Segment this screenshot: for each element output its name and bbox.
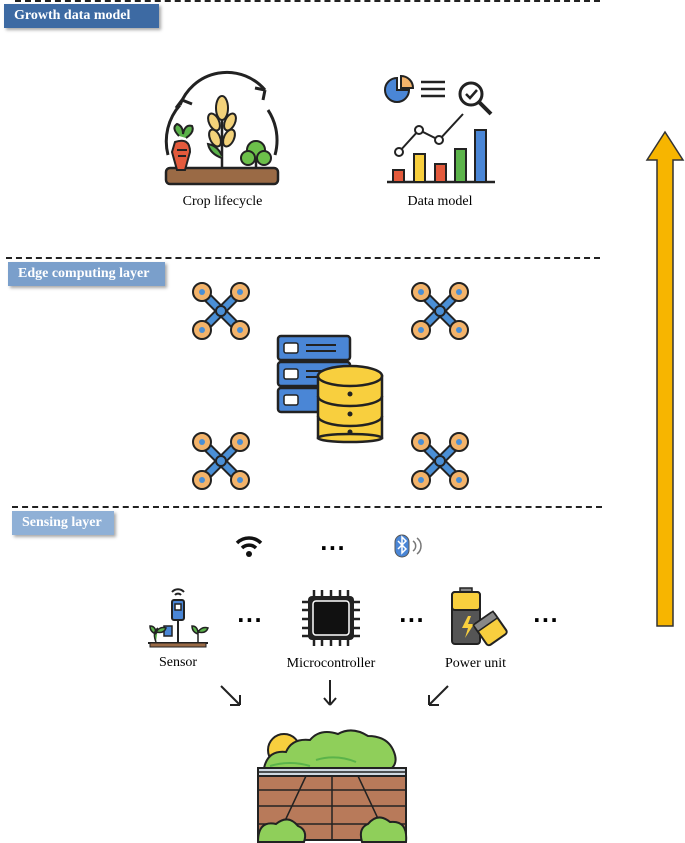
sensing-ellipsis-3: ... xyxy=(533,603,559,627)
crop-lifecycle-icon xyxy=(164,70,280,186)
crop-lifecycle-label: Crop lifecycle xyxy=(182,194,263,209)
growth-layer-badge: Growth data model xyxy=(4,4,159,28)
sensor-to-field-arrow xyxy=(220,685,241,706)
microcontroller-to-field-arrow xyxy=(323,680,337,706)
server-database-icon xyxy=(276,334,384,444)
power-unit-label: Power unit xyxy=(444,656,507,671)
growth-edge-divider xyxy=(6,257,600,259)
edge-layer-badge: Edge computing layer xyxy=(8,262,165,286)
edge-sensing-divider xyxy=(12,506,602,508)
top-dashed-line xyxy=(15,0,600,2)
data-model-icon xyxy=(384,74,495,184)
microcontroller-label: Microcontroller xyxy=(286,656,376,671)
drone-icon-top-right xyxy=(411,282,469,340)
farm-field-icon xyxy=(256,729,408,843)
drone-icon-top-left xyxy=(192,282,250,340)
wifi-icon xyxy=(235,536,263,557)
sensing-ellipsis-2: ... xyxy=(399,603,425,627)
connectivity-ellipsis: ... xyxy=(320,531,346,555)
sensor-label: Sensor xyxy=(158,655,198,670)
drone-icon-bottom-right xyxy=(411,432,469,490)
battery-icon xyxy=(451,587,508,647)
bluetooth-icon xyxy=(394,534,422,558)
sensor-icon xyxy=(148,588,209,648)
microcontroller-icon xyxy=(302,590,360,646)
sensing-layer-badge: Sensing layer xyxy=(12,511,114,535)
data-model-label: Data model xyxy=(407,194,473,209)
power-to-field-arrow xyxy=(428,685,449,706)
drone-icon-bottom-left xyxy=(192,432,250,490)
sensing-ellipsis-1: ... xyxy=(237,603,263,627)
upward-flow-arrow xyxy=(645,130,685,627)
